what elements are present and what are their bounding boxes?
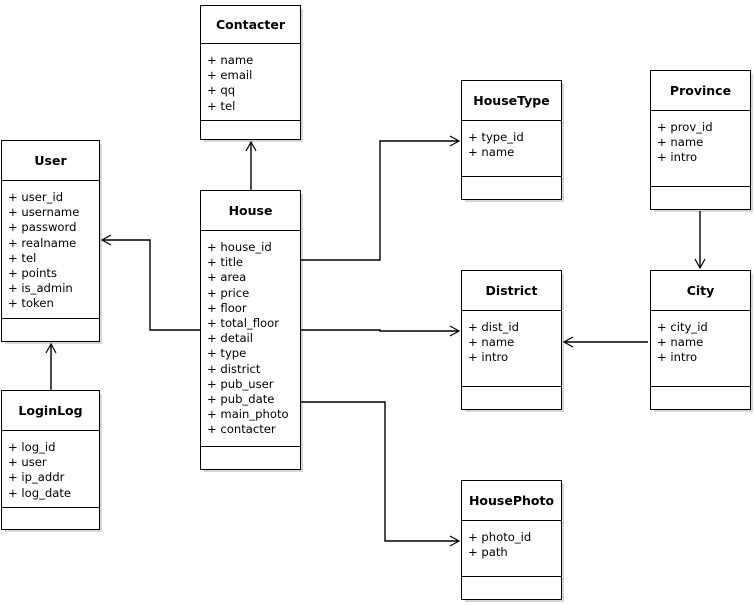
class-attribute: + log_date bbox=[8, 485, 72, 500]
class-methods-user bbox=[2, 319, 99, 341]
class-title-user: User bbox=[2, 141, 99, 181]
class-methods-city bbox=[651, 387, 750, 409]
class-title-housetype: HouseType bbox=[462, 81, 561, 121]
edge-arrowhead-icon bbox=[45, 342, 57, 354]
class-box-housetype[interactable]: HouseType+ type_id+ name bbox=[461, 80, 562, 200]
class-attribute: + area bbox=[207, 270, 247, 285]
edge-arrowhead-icon bbox=[449, 135, 461, 147]
class-box-housephoto[interactable]: HousePhoto+ photo_id+ path bbox=[461, 480, 562, 600]
class-attribute: + intro bbox=[468, 350, 509, 365]
edge-arrowhead-icon bbox=[100, 234, 112, 246]
class-attribute: + name bbox=[657, 335, 704, 350]
class-attributes-housephoto: + photo_id+ path bbox=[462, 521, 561, 577]
class-attribute: + pub_date bbox=[207, 392, 275, 407]
class-title-housephoto: HousePhoto bbox=[462, 481, 561, 521]
class-methods-loginlog bbox=[2, 508, 99, 530]
edge-house-to-housetype bbox=[301, 135, 461, 261]
edge-house-to-district bbox=[301, 325, 461, 337]
class-title-loginlog: LoginLog bbox=[2, 391, 99, 431]
class-attribute: + total_floor bbox=[207, 316, 279, 331]
class-attribute: + price bbox=[207, 285, 250, 300]
class-box-district[interactable]: District+ dist_id+ name+ intro bbox=[461, 270, 562, 410]
class-box-city[interactable]: City+ city_id+ name+ intro bbox=[650, 270, 751, 410]
class-attribute: + floor bbox=[207, 300, 247, 315]
edge-line bbox=[301, 140, 459, 261]
class-attribute: + token bbox=[8, 296, 54, 311]
edge-line bbox=[301, 329, 459, 332]
class-attribute: + contacter bbox=[207, 422, 276, 437]
class-attributes-city: + city_id+ name+ intro bbox=[651, 311, 750, 387]
class-box-house[interactable]: House+ house_id+ title+ area+ price+ flo… bbox=[200, 190, 301, 470]
class-attributes-contacter: + name+ email+ qq+ tel bbox=[201, 44, 300, 121]
class-attribute: + email bbox=[207, 68, 253, 83]
class-attribute: + path bbox=[468, 545, 508, 560]
class-attributes-district: + dist_id+ name+ intro bbox=[462, 311, 561, 387]
class-attributes-housetype: + type_id+ name bbox=[462, 121, 561, 177]
class-attributes-house: + house_id+ title+ area+ price+ floor+ t… bbox=[201, 231, 300, 447]
class-attribute: + qq bbox=[207, 83, 236, 98]
class-attribute: + is_admin bbox=[8, 281, 73, 296]
class-attribute: + intro bbox=[657, 150, 698, 165]
class-attribute: + username bbox=[8, 205, 80, 220]
class-attribute: + city_id bbox=[657, 320, 708, 334]
class-attribute: + user bbox=[8, 455, 47, 470]
class-box-province[interactable]: Province+ prov_id+ name+ intro bbox=[650, 70, 751, 210]
edge-arrowhead-icon bbox=[449, 535, 461, 547]
class-attribute: + ip_addr bbox=[8, 470, 65, 485]
edge-arrowhead-icon bbox=[245, 140, 257, 152]
class-methods-contacter bbox=[201, 121, 300, 143]
class-methods-district bbox=[462, 387, 561, 409]
class-attribute: + type bbox=[207, 346, 247, 361]
class-attribute: + pub_user bbox=[207, 376, 274, 391]
class-methods-housephoto bbox=[462, 577, 561, 599]
edge-city-to-district bbox=[562, 336, 648, 348]
class-attribute: + main_photo bbox=[207, 407, 289, 422]
class-attribute: + prov_id bbox=[657, 120, 713, 134]
edge-house-to-housephoto bbox=[301, 401, 461, 547]
edge-line bbox=[301, 401, 459, 542]
class-methods-house bbox=[201, 447, 300, 469]
class-attribute: + dist_id bbox=[468, 320, 519, 334]
class-box-user[interactable]: User+ user_id+ username+ password+ realn… bbox=[1, 140, 100, 342]
class-attribute: + tel bbox=[8, 250, 37, 265]
class-attributes-province: + prov_id+ name+ intro bbox=[651, 111, 750, 187]
class-attribute: + detail bbox=[207, 331, 253, 346]
edge-arrowhead-icon bbox=[694, 258, 706, 270]
class-attributes-loginlog: + log_id+ user+ ip_addr+ log_date bbox=[2, 431, 99, 508]
edge-arrowhead-icon bbox=[449, 325, 461, 337]
class-attribute: + photo_id bbox=[468, 530, 532, 544]
class-attribute: + password bbox=[8, 220, 77, 235]
class-attribute: + realname bbox=[8, 235, 77, 250]
class-attribute: + house_id bbox=[207, 240, 272, 254]
edge-line bbox=[102, 239, 200, 331]
class-attribute: + district bbox=[207, 361, 261, 376]
class-title-province: Province bbox=[651, 71, 750, 111]
class-title-house: House bbox=[201, 191, 300, 231]
class-attribute: + name bbox=[207, 53, 254, 67]
class-attribute: + user_id bbox=[8, 190, 64, 204]
class-attributes-user: + user_id+ username+ password+ realname+… bbox=[2, 181, 99, 319]
class-methods-housetype bbox=[462, 177, 561, 199]
class-attribute: + tel bbox=[207, 98, 236, 113]
class-title-district: District bbox=[462, 271, 561, 311]
class-title-contacter: Contacter bbox=[201, 6, 300, 44]
edge-province-to-city bbox=[694, 211, 706, 270]
class-attribute: + intro bbox=[657, 350, 698, 365]
edge-loginlog-to-user bbox=[45, 342, 57, 390]
class-attribute: + title bbox=[207, 255, 244, 270]
class-attribute: + points bbox=[8, 266, 58, 281]
class-attribute: + name bbox=[468, 335, 515, 350]
class-box-loginlog[interactable]: LoginLog+ log_id+ user+ ip_addr+ log_dat… bbox=[1, 390, 100, 530]
edge-arrowhead-icon bbox=[562, 336, 574, 348]
class-attribute: + log_id bbox=[8, 440, 56, 454]
class-attribute: + name bbox=[468, 145, 515, 160]
edge-house-to-contacter bbox=[245, 140, 257, 190]
class-attribute: + name bbox=[657, 135, 704, 150]
class-box-contacter[interactable]: Contacter+ name+ email+ qq+ tel bbox=[200, 5, 301, 140]
class-methods-province bbox=[651, 187, 750, 209]
class-title-city: City bbox=[651, 271, 750, 311]
edge-house-to-user bbox=[100, 234, 200, 331]
class-attribute: + type_id bbox=[468, 130, 524, 144]
